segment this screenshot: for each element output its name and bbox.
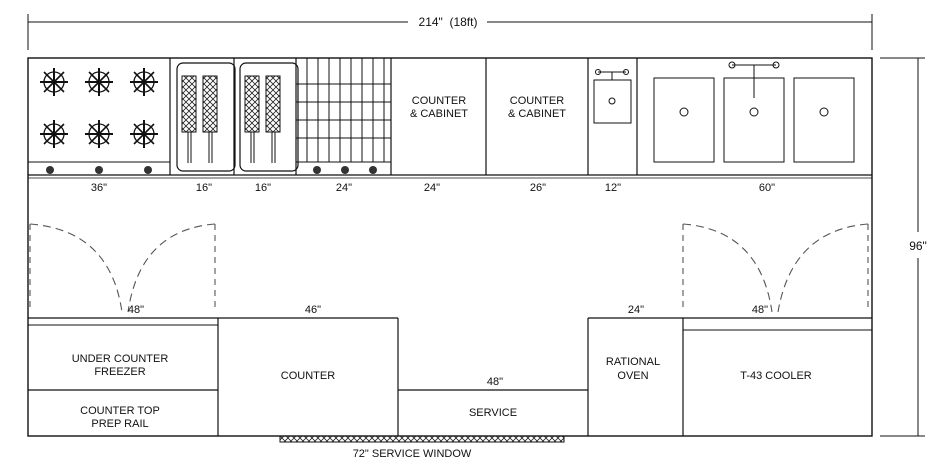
left-door-swing [29,223,216,313]
knob-icon [46,166,54,174]
freezer-label-line2: FREEZER [94,366,145,378]
burner-icon [84,67,114,97]
prep-rail-label-line1: COUNTER TOP [80,405,160,417]
right-door-swing [682,223,869,313]
counter-cabinet-1-line2: & CABINET [410,108,468,120]
fryer-icon [176,62,236,172]
dim-fryer-2: 16" [255,182,271,194]
overall-width-dimension: 214" (18ft) [27,14,873,50]
dim-counter-2: 26" [530,182,546,194]
dim-hand-sink: 12" [605,182,621,194]
drain-icon [679,107,689,117]
drain-icon [819,107,829,117]
faucet-handle-icon [595,69,601,75]
overall-width-label: 214" (18ft) [419,15,478,29]
overall-depth-label: 96" [909,239,927,253]
knob-icon [341,166,349,174]
dim-counter-1: 24" [424,182,440,194]
burner-icon [84,119,114,149]
drain-icon [749,107,759,117]
knob-icon [313,166,321,174]
freezer-label-line1: UNDER COUNTER [72,353,169,365]
counter-cabinet-1-line1: COUNTER [412,95,466,107]
knob-icon [95,166,103,174]
overall-depth-dimension: 96" [880,57,927,437]
three-compartment-sink [653,61,855,163]
drain-icon [608,97,616,105]
knob-icon [369,166,377,174]
top-row-dividers [169,58,638,175]
dim-three-sink: 60" [759,182,775,194]
fryer-icon [239,62,299,172]
grill-grate [296,58,391,174]
dim-fryer-1: 16" [196,182,212,194]
counter-cabinet-2-line2: & CABINET [508,108,566,120]
dim-oven: 24" [628,304,644,316]
bottom-row [28,317,872,436]
burner-icon [39,119,69,149]
knob-icon [144,166,152,174]
dim-left-door: 48" [128,304,144,316]
hand-sink [593,69,632,124]
counter-label: COUNTER [281,370,335,382]
faucet-handle-icon [772,61,780,69]
faucet-handle-icon [623,69,629,75]
service-window-label: 72" SERVICE WINDOW [353,448,472,460]
dim-grill: 24" [336,182,352,194]
service-label: SERVICE [469,407,517,419]
dim-right-door: 48" [752,304,768,316]
burner-icon [129,119,159,149]
faucet-handle-icon [728,61,736,69]
oven-label-line2: OVEN [617,370,648,382]
six-burner-range [27,57,171,174]
dim-counter: 46" [305,304,321,316]
cooler-label: T-43 COOLER [740,370,812,382]
dim-range: 36" [91,182,107,194]
burner-icon [129,67,159,97]
service-window [279,435,565,443]
dim-service: 48" [487,376,503,388]
prep-rail-label-line2: PREP RAIL [91,418,148,430]
top-row-dimensions: 36" 16" 16" 24" 24" 26" 12" 60" [91,182,775,194]
oven-label-line1: RATIONAL [606,356,660,368]
counter-cabinet-2-line1: COUNTER [510,95,564,107]
burner-icon [39,67,69,97]
